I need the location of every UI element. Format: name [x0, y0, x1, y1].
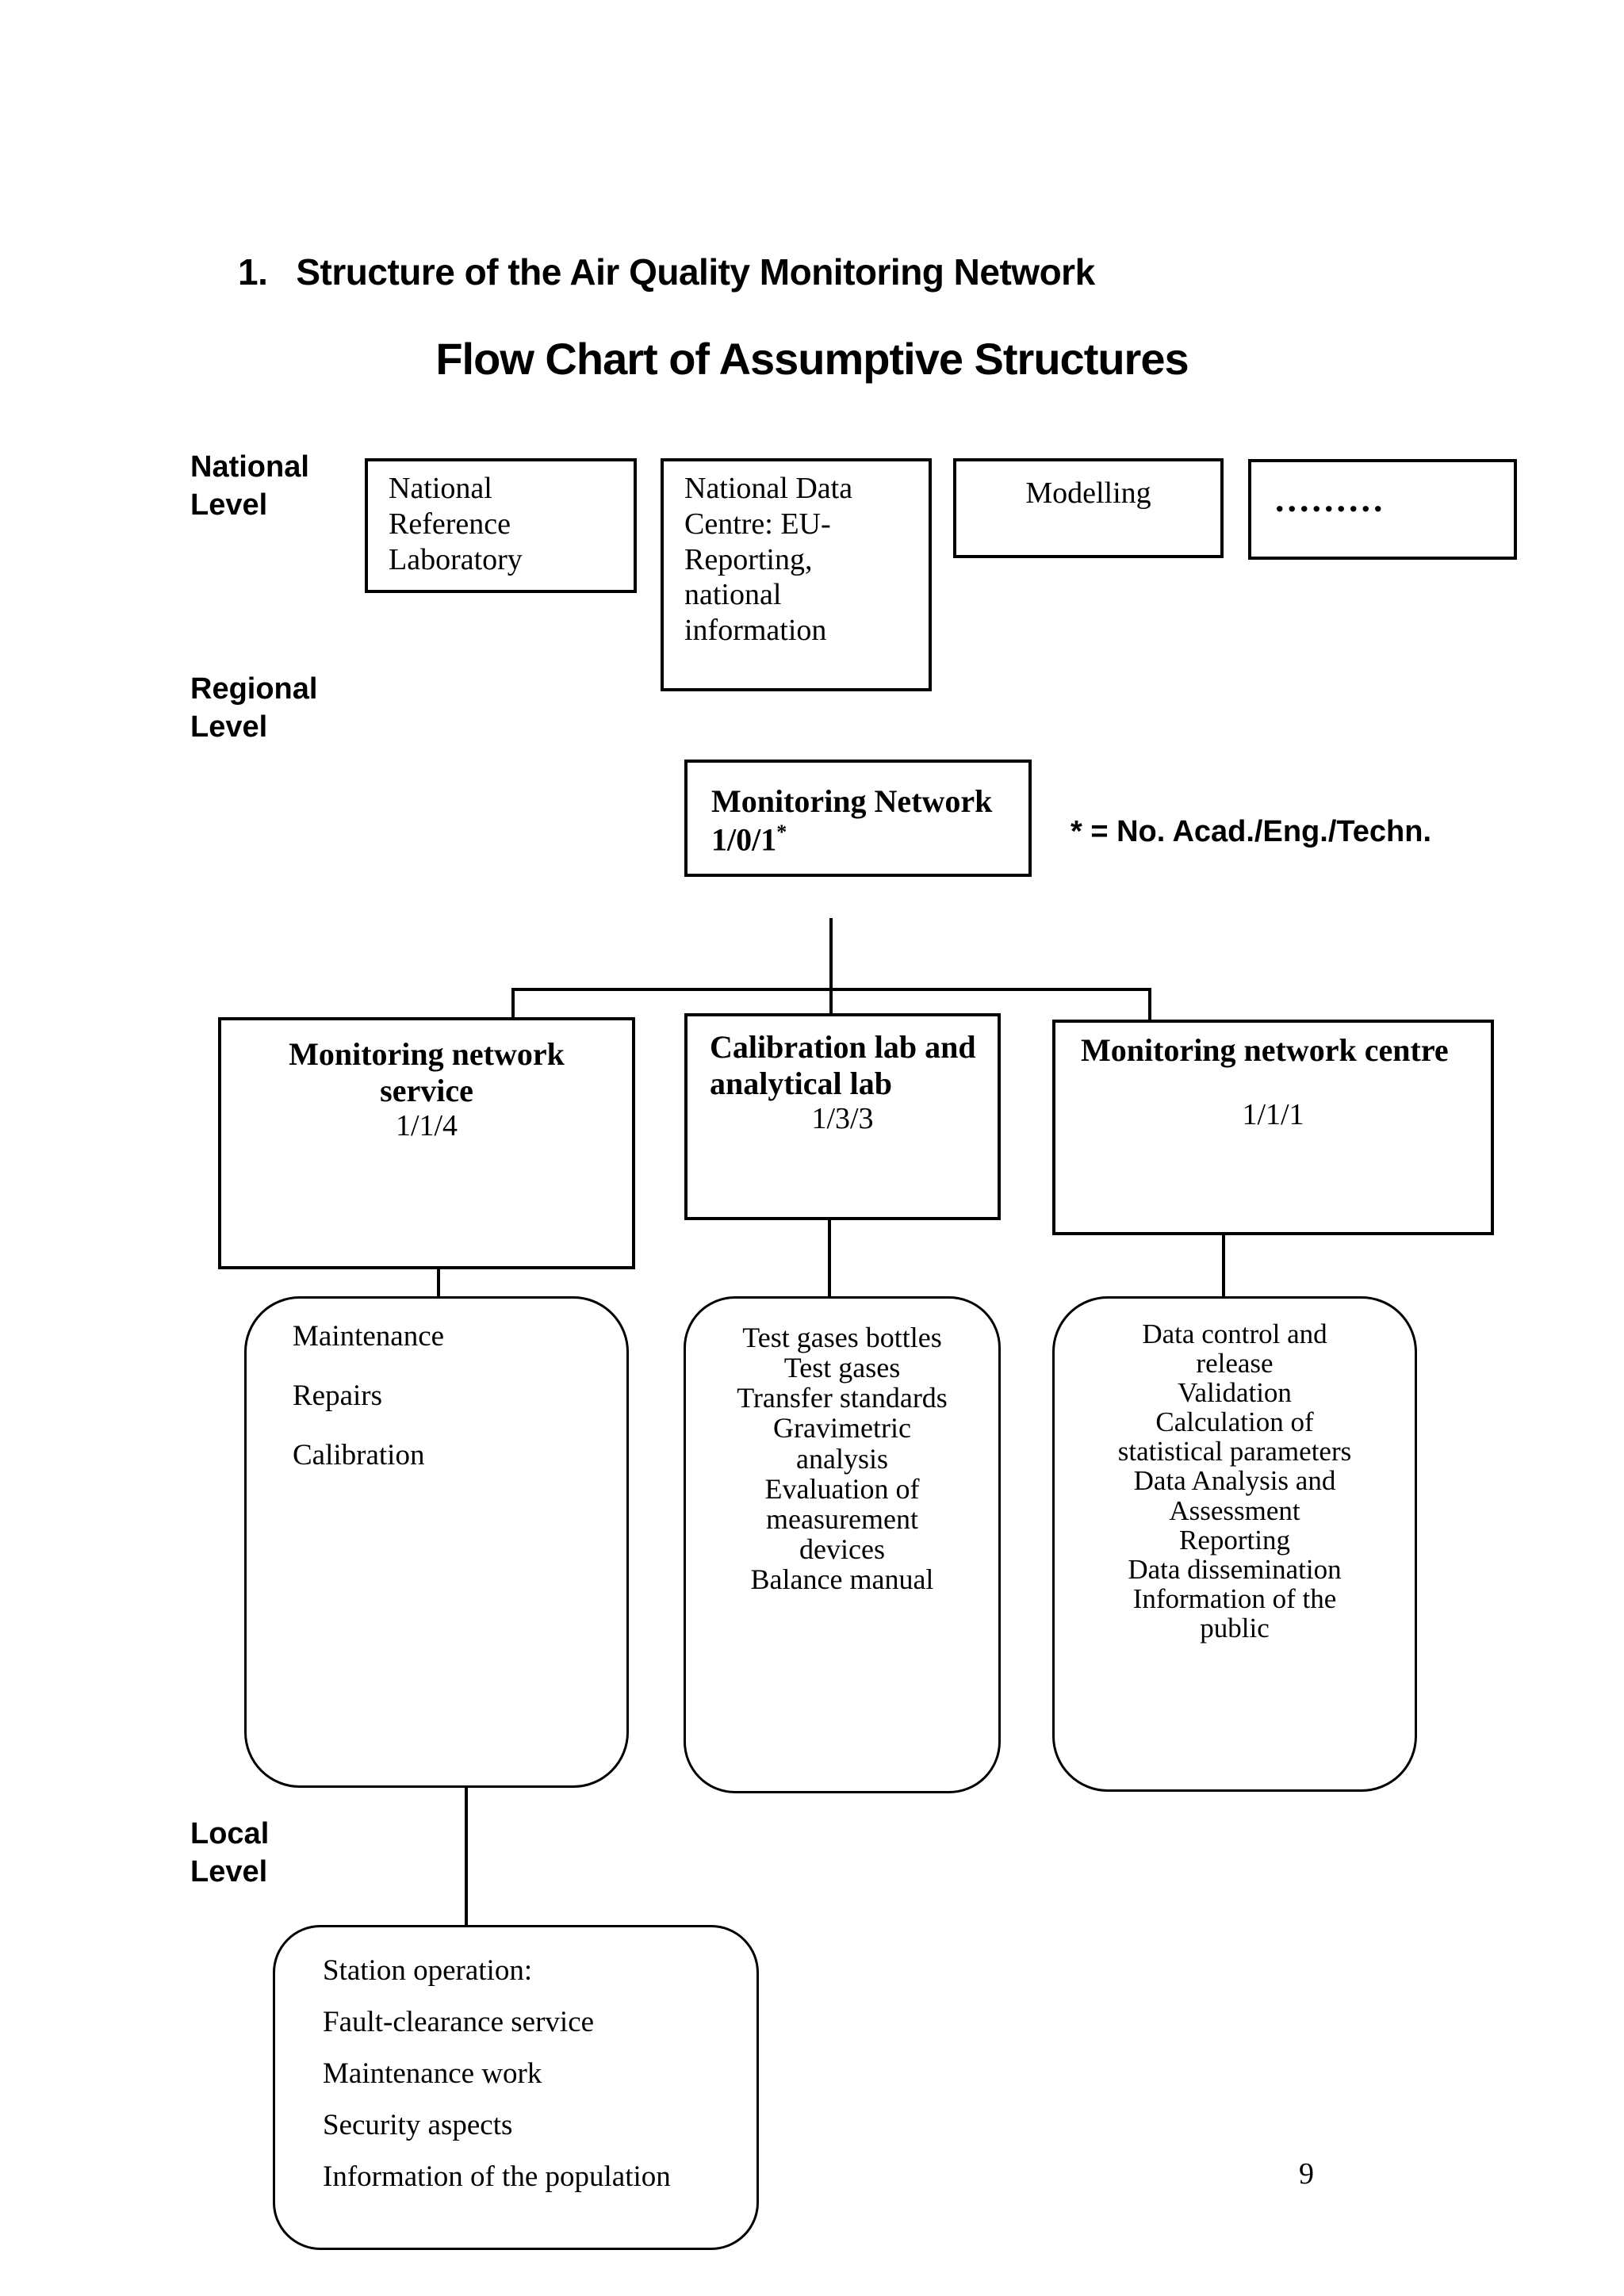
monitoring-network-title: Monitoring Network	[711, 783, 993, 819]
page-number: 9	[1299, 2157, 1314, 2191]
connector-centre-tasks	[1222, 1234, 1225, 1298]
centre-box-title: Monitoring network centre	[1081, 1032, 1449, 1068]
service-tasks-box: Maintenance Repairs Calibration	[244, 1296, 629, 1788]
placeholder-box: .........	[1248, 459, 1517, 560]
centre-box-staff: 1/1/1	[1242, 1098, 1304, 1131]
connector-branch-right	[1148, 988, 1151, 1023]
regional-level-label: Regional Level	[190, 672, 318, 744]
local-level-label: Local Level	[190, 1817, 270, 1888]
monitoring-network-service-box: Monitoring network service 1/1/4	[218, 1017, 635, 1269]
centre-tasks-box: Data control and release Validation Calc…	[1052, 1296, 1417, 1792]
section-title: Structure of the Air Quality Monitoring …	[296, 251, 1095, 293]
calibration-tasks-box: Test gases bottles Test gases Transfer s…	[684, 1296, 1001, 1793]
monitoring-network-box: Monitoring Network 1/0/1*	[684, 760, 1032, 877]
modelling-box: Modelling	[953, 458, 1224, 558]
section-number: 1.	[238, 251, 268, 293]
chart-title: Flow Chart of Assumptive Structures	[435, 334, 1189, 384]
calibration-box-staff: 1/3/3	[811, 1102, 874, 1135]
national-reference-laboratory-box: National Reference Laboratory	[365, 458, 637, 593]
station-tasks-box: Station operation: Fault-clearance servi…	[273, 1925, 759, 2250]
service-box-title: Monitoring network service	[289, 1036, 565, 1108]
service-box-staff: 1/1/4	[395, 1109, 458, 1142]
connector-local-station	[465, 1786, 468, 1927]
monitoring-network-centre-box: Monitoring network centre 1/1/1	[1052, 1020, 1494, 1235]
section-heading: 1. Structure of the Air Quality Monitorin…	[238, 251, 1095, 293]
monitoring-network-staff: 1/0/1	[711, 821, 777, 858]
monitoring-network-staff-line: 1/0/1*	[711, 821, 1028, 859]
connector-branch-middle	[829, 988, 833, 1016]
connector-branch-left	[511, 988, 515, 1020]
staff-key-note: * = No. Acad./Eng./Techn.	[1071, 815, 1432, 848]
connector-calibration-tasks	[828, 1219, 831, 1298]
national-level-label: National Level	[190, 450, 309, 522]
connector-service-tasks	[437, 1268, 440, 1298]
calibration-box-title: Calibration lab and analytical lab	[710, 1029, 976, 1101]
calibration-lab-box: Calibration lab and analytical lab 1/3/3	[684, 1013, 1001, 1220]
national-data-centre-box: National Data Centre: EU- Reporting, nat…	[661, 458, 932, 691]
connector-network-stem	[829, 918, 833, 991]
staff-footnote-star: *	[776, 820, 787, 844]
